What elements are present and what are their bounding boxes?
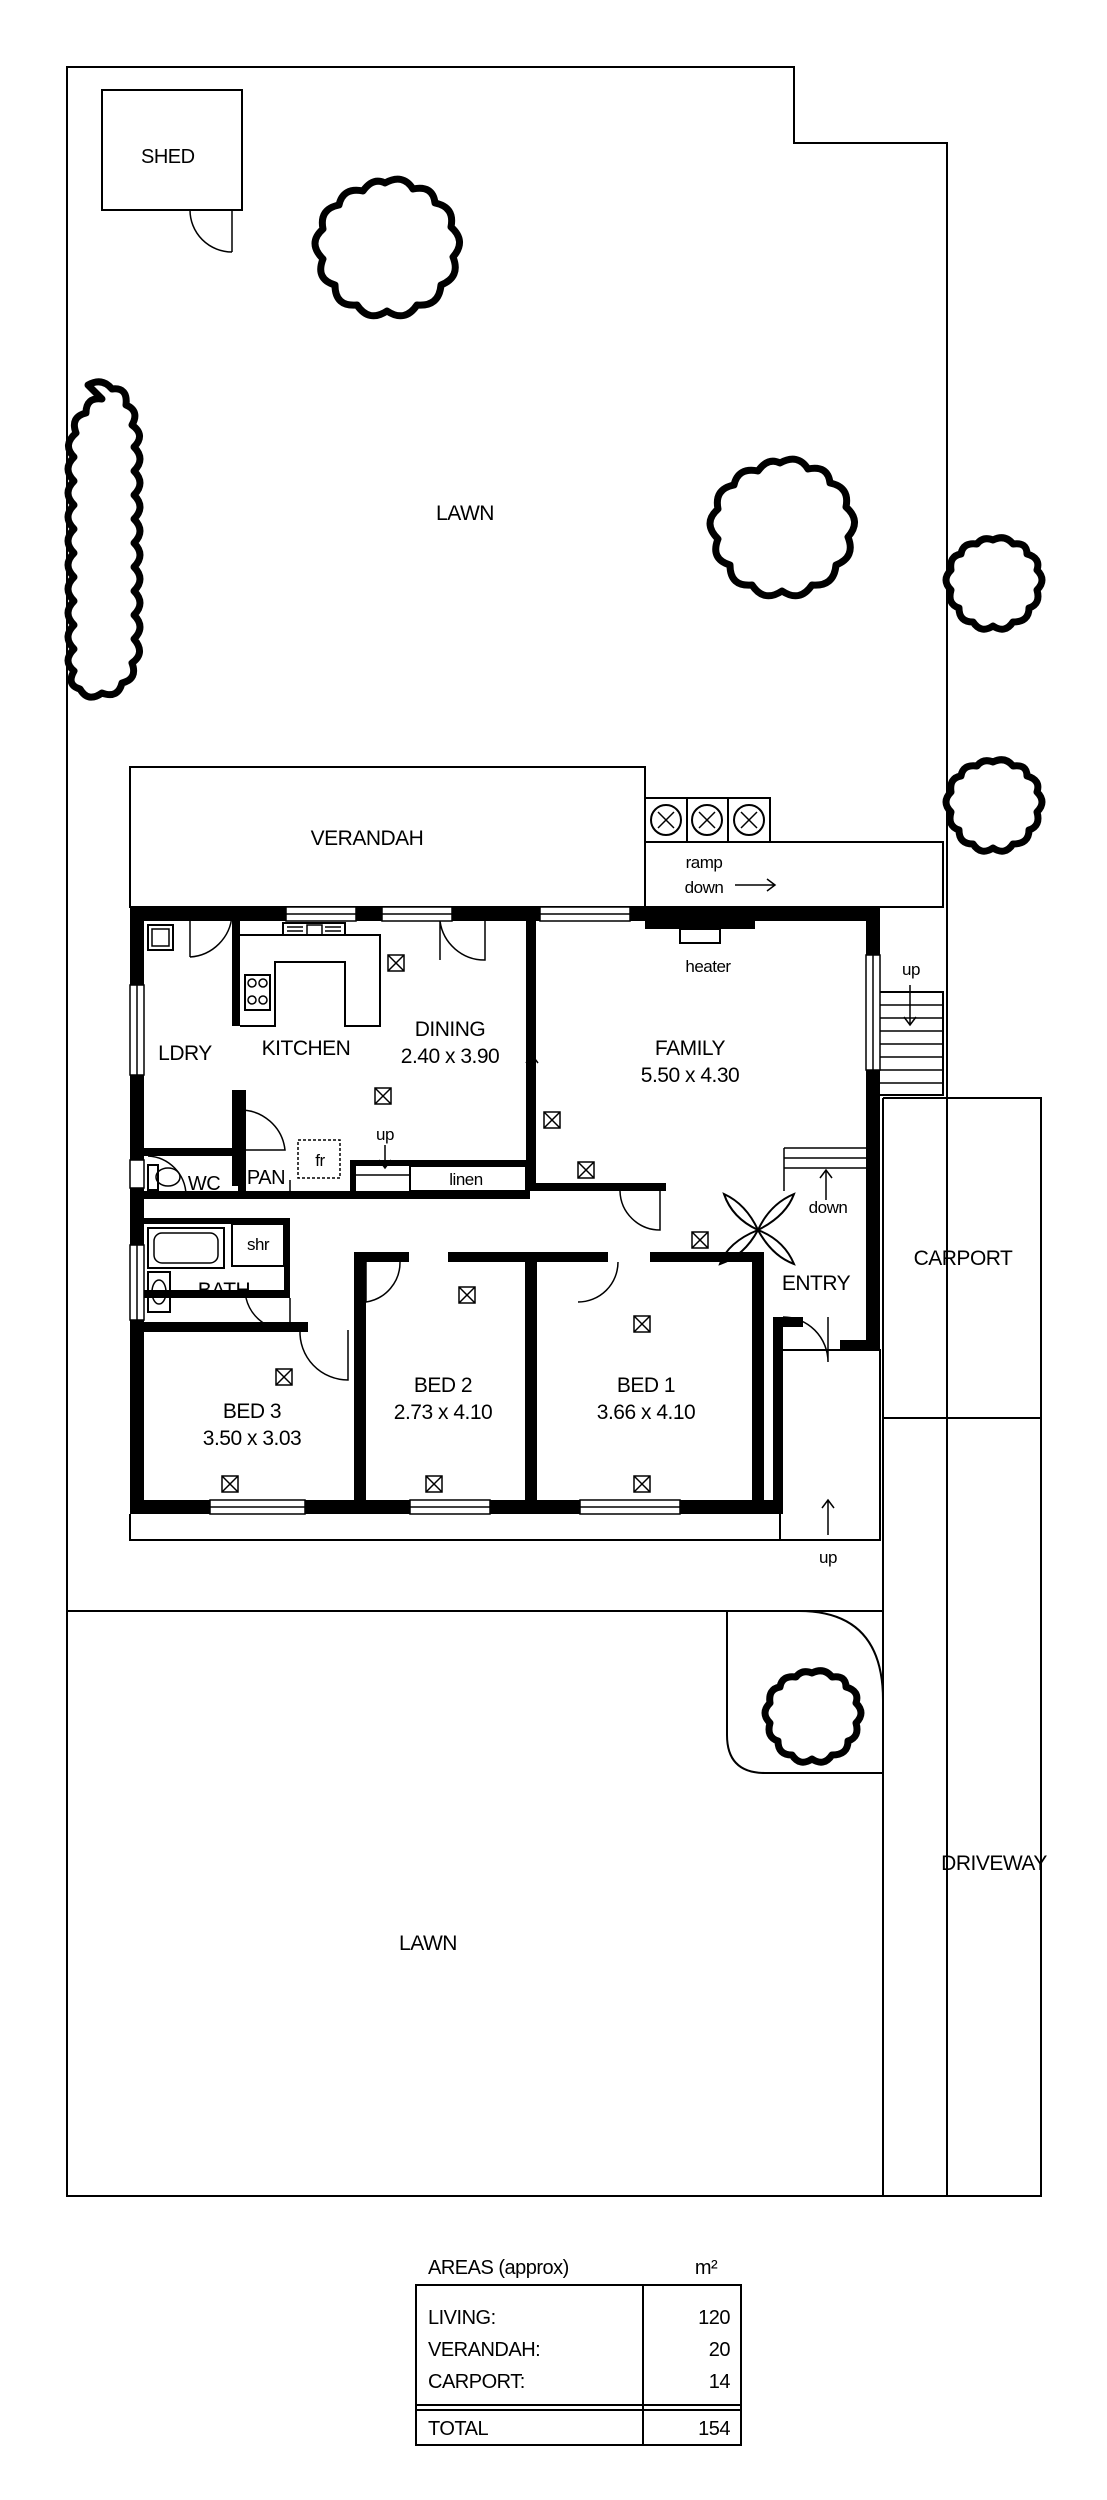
areas-header: AREAS (approx) (428, 2257, 569, 2279)
lawn-front-label: LAWN (399, 1932, 457, 1955)
ramp-label: ramp (686, 853, 723, 872)
planter-box (644, 797, 771, 843)
shed-door (189, 209, 233, 253)
areas-row-value: 14 (709, 2371, 731, 2393)
entry-steps (783, 1147, 866, 1200)
driveway-label: DRIVEWAY (941, 1852, 1047, 1875)
front-steps-up-label: up (819, 1548, 837, 1567)
fridge-icon (297, 1139, 341, 1179)
toilet-icon (147, 1164, 181, 1191)
areas-row-label: LIVING: (428, 2307, 496, 2329)
bath-label: BATH (198, 1279, 250, 1302)
bed2-label: BED 2 (414, 1374, 472, 1397)
dining-label: DINING (415, 1018, 486, 1041)
ramp (644, 841, 944, 908)
bed3-size-label: 3.50 x 3.03 (203, 1427, 301, 1450)
areas-row-label: CARPORT: (428, 2371, 525, 2393)
tree-icon (942, 756, 1046, 855)
doors (147, 907, 829, 1381)
family-label: FAMILY (655, 1037, 726, 1060)
fridge-label: fr (315, 1151, 325, 1170)
bed2-size-label: 2.73 x 4.10 (394, 1401, 492, 1424)
areas-row-label: VERANDAH: (428, 2339, 540, 2361)
inner-step (354, 1145, 410, 1195)
family-size-label: 5.50 x 4.30 (641, 1064, 739, 1087)
dining-size-label: 2.40 x 3.90 (401, 1045, 499, 1068)
tree-icon (761, 1667, 865, 1766)
house-plinth (129, 1514, 781, 1541)
inner-step-up-label: up (376, 1125, 394, 1144)
shower-label: shr (247, 1235, 270, 1254)
light-points (221, 954, 709, 1493)
front-garden-bed (726, 1610, 884, 1774)
laundry-trough (147, 924, 174, 951)
pantry-label: PAN (247, 1167, 285, 1189)
carport-outline (883, 1097, 1041, 1419)
verandah-label: VERANDAH (311, 827, 424, 850)
wc-label: WC (188, 1173, 220, 1195)
hedge-icon (64, 378, 144, 701)
linen-cupboard (409, 1165, 527, 1192)
entry-steps-down-label: down (809, 1198, 848, 1217)
laundry-label: LDRY (158, 1042, 212, 1065)
areas-row-value: 20 (709, 2339, 731, 2361)
lawn-back-label: LAWN (436, 502, 494, 525)
linen-label: linen (449, 1170, 482, 1189)
bed1-label: BED 1 (617, 1374, 675, 1397)
side-steps (877, 985, 944, 1096)
side-steps-up-label: up (902, 960, 920, 979)
tree-icon (706, 455, 858, 600)
windows (129, 906, 881, 1515)
shed-label: SHED (141, 146, 195, 168)
tree-icon (311, 175, 463, 320)
bed3-label: BED 3 (223, 1400, 281, 1423)
areas-row-value: 120 (698, 2307, 730, 2329)
kitchen-bench (240, 922, 381, 1027)
tree-icon (942, 534, 1046, 633)
dining-step-arrow (525, 1053, 539, 1090)
ramp-arrow (735, 878, 777, 892)
carport-label: CARPORT (914, 1247, 1013, 1270)
front-steps-arrow (821, 1498, 835, 1535)
areas-total-value: 154 (698, 2418, 730, 2440)
shed (101, 89, 243, 211)
heater-label: heater (685, 957, 731, 976)
site-boundary (66, 66, 1042, 2197)
ceiling-fan-icon (718, 1192, 796, 1266)
ramp-down-label: down (685, 878, 724, 897)
kitchen-label: KITCHEN (262, 1037, 351, 1060)
heater-icon (679, 928, 721, 944)
bed1-size-label: 3.66 x 4.10 (597, 1401, 695, 1424)
areas-table: AREAS (approx) m² LIVING: 120 VERANDAH: … (415, 2257, 742, 2446)
areas-unit: m² (695, 2257, 718, 2279)
bath-fittings (147, 1223, 285, 1313)
front-porch (780, 1349, 881, 1541)
entry-label: ENTRY (782, 1272, 851, 1295)
areas-total-label: TOTAL (428, 2418, 488, 2440)
